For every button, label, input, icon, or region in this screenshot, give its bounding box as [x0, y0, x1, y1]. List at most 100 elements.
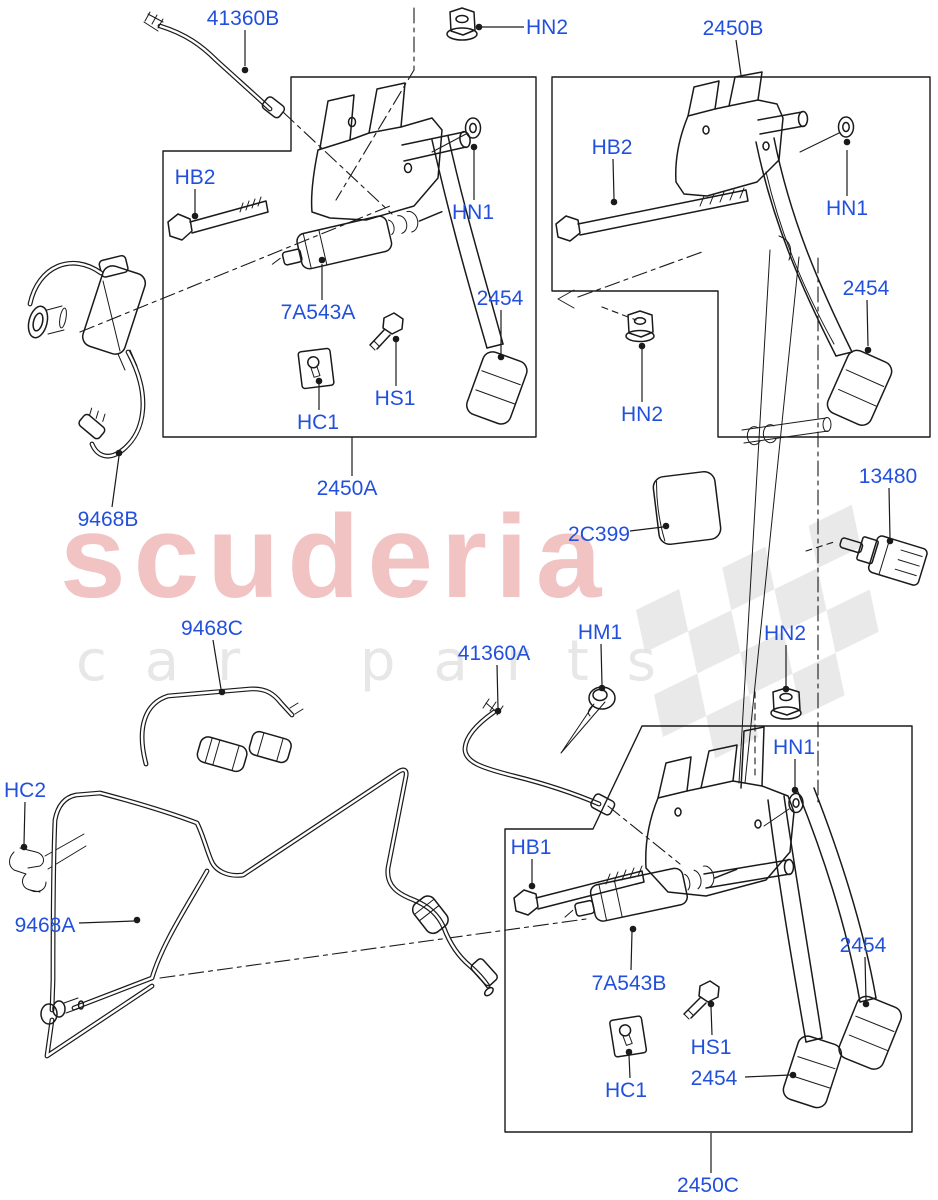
leader-line-2454-bottom-left — [744, 1074, 791, 1078]
part-label-2454-bottom-left: 2454 — [691, 1067, 738, 1090]
part-label-hn2-middle: HN2 — [621, 403, 663, 426]
pedal-pad-2454-right — [826, 349, 893, 426]
leader-dot-9468c — [218, 688, 226, 696]
part-label-7a543a: 7A543A — [281, 301, 356, 324]
part-label-2c399: 2C399 — [568, 523, 630, 546]
screw-hs1-bottom — [683, 980, 720, 1020]
leader-dot-hc1-left — [315, 377, 323, 385]
leader-dot-hs1-left — [392, 335, 400, 343]
clip-hc2 — [9, 847, 47, 893]
leader-dot-9468b — [115, 449, 123, 457]
part-label-hc1-bottom: HC1 — [605, 1079, 647, 1102]
leader-dot-hb2-right — [610, 198, 618, 206]
leader-line-7a543b — [630, 931, 633, 971]
pedal-arm-brake — [797, 787, 877, 1003]
switch-13480 — [839, 535, 928, 586]
clip-hc1-left — [297, 347, 335, 390]
leader-dot-hb2-left — [191, 212, 199, 220]
inline-connector — [411, 895, 449, 935]
leader-line-9468a — [78, 920, 135, 924]
leader-line-hs1-bottom — [710, 1006, 713, 1036]
washer-hn1-left — [431, 117, 482, 153]
pedal-reference-lines — [738, 249, 800, 784]
pipe-9468a — [40, 767, 498, 1059]
nut-hn2-middle — [625, 310, 655, 343]
pedal-pad-2454-bottom-left — [782, 1035, 843, 1109]
leader-dot-41360a — [494, 707, 502, 715]
part-label-hc2: HC2 — [4, 779, 46, 802]
leader-dot-2454-bottom-left — [789, 1071, 797, 1079]
leader-dot-2c399 — [662, 522, 670, 530]
part-label-hn1-left: HN1 — [452, 201, 494, 224]
leader-line-hb2-right — [612, 158, 615, 200]
end-union — [470, 958, 498, 997]
part-label-hb2-right: HB2 — [592, 136, 633, 159]
leader-dot-9468a — [133, 916, 141, 924]
pedal-pad-2454-bottom-right — [838, 995, 903, 1070]
servo-pushrod — [741, 417, 832, 446]
nut-hn2-top — [446, 7, 478, 41]
leader-dot-2454-bottom-right — [862, 1000, 870, 1008]
leader-dot-7a543b — [629, 925, 637, 933]
hc2-pointer-lines — [44, 833, 87, 870]
leader-dot-2454-left — [497, 353, 505, 361]
screw-hs1-left — [369, 312, 404, 351]
hose-9468b — [27, 254, 147, 459]
leader-line-41360a — [496, 664, 499, 709]
part-label-2454-bottom-right: 2454 — [840, 934, 887, 957]
part-label-7a543b: 7A543B — [592, 972, 667, 995]
watermark-tagline-text: car parts — [76, 629, 694, 694]
leader-dot-13480 — [886, 537, 894, 545]
part-label-hn1-bottom: HN1 — [773, 736, 815, 759]
part-label-hn2-top: HN2 — [526, 16, 568, 39]
pedal-assembly-2450c — [513, 726, 903, 1109]
leader-line-2c399 — [629, 526, 664, 532]
leader-dot-hn2-lower — [782, 685, 790, 693]
part-label-hs1-bottom: HS1 — [691, 1036, 732, 1059]
leader-line-hm1 — [600, 643, 603, 686]
box-2450b — [551, 76, 931, 438]
part-label-hm1: HM1 — [578, 621, 622, 644]
part-label-2454-left: 2454 — [477, 287, 524, 310]
pedal-assembly-2450a — [167, 82, 528, 425]
leader-dot-41360b — [241, 66, 249, 74]
part-label-9468a: 9468A — [15, 914, 76, 937]
leader-line-2450b — [735, 39, 742, 76]
washer-hn1-right — [799, 116, 855, 153]
bolt-hb1 — [513, 865, 645, 916]
part-label-hs1-left: HS1 — [375, 387, 416, 410]
leader-dot-hn2-top — [475, 23, 483, 31]
leader-dot-hn2-middle — [638, 342, 646, 350]
part-label-hb1: HB1 — [511, 836, 552, 859]
leader-dot-hc2 — [20, 843, 28, 851]
leader-dot-2454-right — [864, 346, 872, 354]
pipe-41360a — [462, 698, 616, 816]
leader-line-hc1-bottom — [628, 1054, 631, 1079]
part-label-hn2-lower: HN2 — [764, 622, 806, 645]
part-label-2454-right: 2454 — [843, 277, 890, 300]
part-label-hb2-left: HB2 — [175, 166, 216, 189]
bolt-hb2-left — [167, 196, 269, 241]
part-label-2450a: 2450A — [317, 477, 378, 500]
pedal-pad-2454-left — [466, 351, 528, 425]
leader-dot-hn1-right — [843, 138, 851, 146]
leader-dot-hb1 — [528, 882, 536, 890]
leader-dot-hn1-left — [470, 143, 478, 151]
master-cylinder-7a543b — [564, 865, 738, 922]
leader-line-9468b — [111, 455, 120, 508]
hm1-pointer-lines — [560, 701, 606, 754]
pedal-arm-2450b — [755, 137, 853, 357]
leader-line-hc2 — [23, 801, 26, 845]
part-label-9468c: 9468C — [181, 617, 243, 640]
pedal-arm-2450a — [431, 135, 504, 349]
box-2450a — [162, 76, 537, 438]
diagram-line-art — [9, 7, 931, 1133]
pipe-41360b — [143, 11, 286, 119]
construction-lines — [44, 7, 835, 979]
part-label-hn1-right: HN1 — [826, 197, 868, 220]
washer-hn1-bottom — [763, 792, 804, 827]
pedal-assembly-2450b — [555, 71, 893, 446]
leader-dot-hn1-bottom — [791, 786, 799, 794]
part-label-41360b: 41360B — [207, 7, 279, 30]
